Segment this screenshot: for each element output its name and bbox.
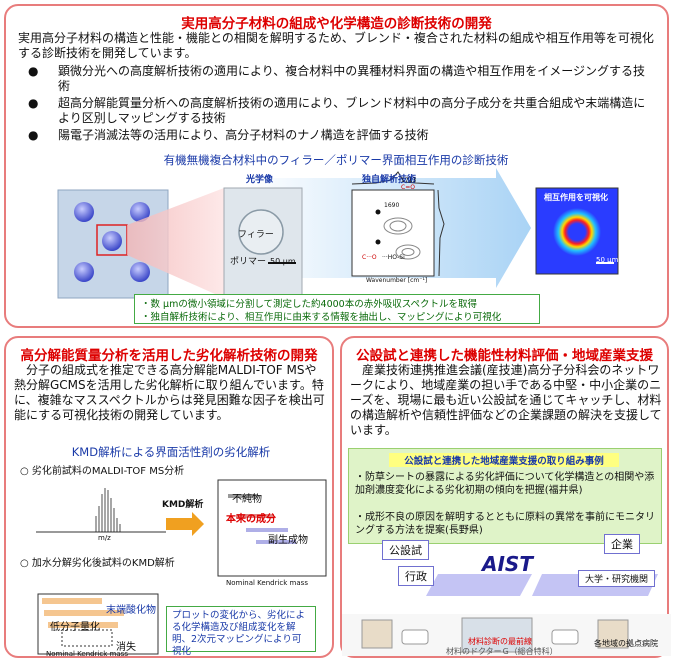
step1: ○ 劣化前試料のMALDI-TOF MS分析: [20, 466, 185, 477]
filler-sphere: [74, 262, 94, 282]
kmd-label: KMD解析: [162, 500, 204, 510]
top-panel: 実用高分子材料の組成や化学構造の診断技術の開発 実用高分子材料の構造と性能・機能…: [4, 4, 669, 328]
bullet-text: 超高分解能質量分析への高度解析技術の適用により、ブレンド材料中の高分子成分を共重…: [58, 96, 646, 125]
left-body: 分子の組成式を推定できる高分解能MALDI-TOF MSや熱分解GCMSを活用し…: [14, 363, 325, 422]
visualize-label: 相互作用を可視化: [544, 193, 608, 202]
left-title: 高分解能質量分析を活用した劣化解析技術の開発: [20, 348, 318, 364]
ambulance-icon: [551, 629, 579, 645]
case-box: 公設試と連携した地域産業支援の取り組み事例 ・防草シートの暴露による劣化評価につ…: [348, 448, 662, 544]
step2: ○ 加水分解劣化後試料のKMD解析: [20, 558, 175, 569]
doctor-label: 材料診断の最前線: [468, 637, 532, 646]
kmd-xaxis-2: Nominal Kendrick mass: [46, 650, 128, 658]
right-title: 公設試と連携した機能性材料評価・地域産業支援: [356, 348, 653, 364]
kmd-note: プロットの変化から、劣化による化学構造及び組成変化を解明、2次元マッピングにより…: [166, 606, 316, 657]
filler-sphere: [74, 202, 94, 222]
bullet-dot: ●: [28, 64, 39, 78]
filler-sphere: [130, 202, 150, 222]
kmd-points: [228, 494, 296, 544]
filler-sphere: [130, 262, 150, 282]
top-intro: 実用高分子材料の構造と性能・機能との相関を解明するため、ブレンド・複合された材料…: [18, 31, 654, 60]
polymer-label: ポリマー: [230, 257, 267, 267]
spectrum-top: [351, 171, 435, 185]
wavenumber-axis: Wavenumber [cm⁻¹]: [366, 277, 428, 284]
bullet-dot: ●: [28, 96, 39, 110]
interaction-ring: [553, 208, 601, 256]
filler-particle: [238, 209, 284, 255]
tag-gyosei: 行政: [398, 566, 434, 586]
scale-bar-1: 50 μm: [270, 257, 296, 266]
spectrum-side: [437, 189, 445, 277]
figure-title: 有機無機複合材料中のフィラー／ポリマー界面相互作用の診断技術: [163, 153, 509, 167]
contour: [395, 244, 421, 260]
kmd-xaxis: Nominal Kendrick mass: [226, 579, 308, 587]
contour: [389, 220, 407, 232]
peak-co: C=O: [401, 184, 415, 191]
note-1: ・数 μmの微小領域に分割して測定した約4000本の赤外吸収スペクトルを取得: [141, 299, 478, 310]
filler-sphere: [102, 231, 122, 251]
case-1: ・防草シートの暴露による劣化評価について化学構造との相関や添加剤濃度変化による劣…: [355, 472, 655, 496]
case-2: ・成形不良の原因を解明するとともに原料の異常を事前にモニタリングする方法を提案(…: [355, 512, 655, 536]
bar-left: [426, 574, 532, 596]
lowmw-label: 低分子量化: [50, 622, 100, 633]
zoom-fan: [127, 188, 224, 298]
left-panel: 高分解能質量分析を活用した劣化解析技術の開発 分子の組成式を推定できる高分解能M…: [4, 336, 334, 658]
ms-peaks: [95, 488, 121, 532]
kmd-arrow: [166, 512, 204, 536]
tag-kigyo: 企業: [604, 534, 640, 554]
bullet-3: ● 陽電子消滅法等の活用により、高分子材料のナノ構造を評価する技術: [28, 128, 648, 144]
contour: [383, 217, 413, 235]
aist-logo: AIST: [482, 552, 533, 576]
analysis-label: 独自解析技術: [362, 175, 417, 185]
oxid-label: 末端酸化物: [106, 605, 156, 616]
filler-label: フィラー: [238, 230, 274, 240]
bullet-text: 陽電子消滅法等の活用により、高分子材料のナノ構造を評価する技術: [58, 128, 429, 142]
case-title: 公設試と連携した地域産業支援の取り組み事例: [389, 453, 619, 467]
ambulance-icon: [401, 629, 429, 645]
contour: [401, 248, 415, 256]
bullet-dot: ●: [28, 128, 39, 142]
bullet-1: ● 顕微分光への高度解析技術の適用により、複合材料中の異種材料界面の構造や相互作…: [28, 64, 648, 94]
tag-kousetsu: 公設試: [382, 540, 429, 560]
kmd-figure: [36, 479, 327, 655]
hospital-icon: [361, 619, 393, 649]
lab-photo: [461, 617, 533, 653]
vanish-label: 消失: [116, 642, 136, 653]
peak-1713: 1713: [401, 177, 417, 184]
mz-label: m/z: [98, 534, 111, 542]
hospital-caption: 各地域の拠点病院: [594, 639, 658, 648]
impurity-label: 不純物: [232, 494, 262, 505]
peak-hosi: ···HO-Si: [382, 254, 405, 261]
scale-bar-2: 50 μm: [596, 256, 619, 264]
hospital-icon: [597, 619, 629, 649]
note-2: ・独自解析技術により、相互作用に由来する情報を抽出し、マッピングにより可視化: [141, 312, 502, 323]
doctor-sub: 材料のドクターＧ（総合特科）: [446, 647, 558, 656]
right-panel: 公設試と連携した機能性材料評価・地域産業支援 産業技術連携推進会議(産技連)高分…: [340, 336, 671, 658]
bullet-2: ● 超高分解能質量分析への高度解析技術の適用により、ブレンド材料中の高分子成分を…: [28, 96, 648, 126]
interface-figure: [57, 168, 619, 299]
tag-daigaku: 大学・研究機関: [578, 570, 656, 587]
byproduct-label: 副生成物: [268, 535, 308, 546]
bullet-text: 顕微分光への高度解析技術の適用により、複合材料中の異種材料界面の構造や相互作用を…: [58, 64, 646, 93]
optical-label: 光学像: [246, 175, 274, 185]
top-title: 実用高分子材料の組成や化学構造の診断技術の開発: [181, 16, 492, 32]
kmd-title: KMD解析による界面活性剤の劣化解析: [71, 445, 271, 459]
note-box: ・数 μmの微小領域に分割して測定した約4000本の赤外吸収スペクトルを取得 ・…: [134, 294, 540, 324]
right-body: 産業技術連携推進会議(産技連)高分子分科会のネットワークにより、地域産業の担い手…: [350, 363, 662, 437]
peak-cho: C···O: [362, 254, 377, 261]
main-label: 本来の成分: [226, 514, 276, 525]
peak-1690: 1690: [384, 202, 400, 209]
